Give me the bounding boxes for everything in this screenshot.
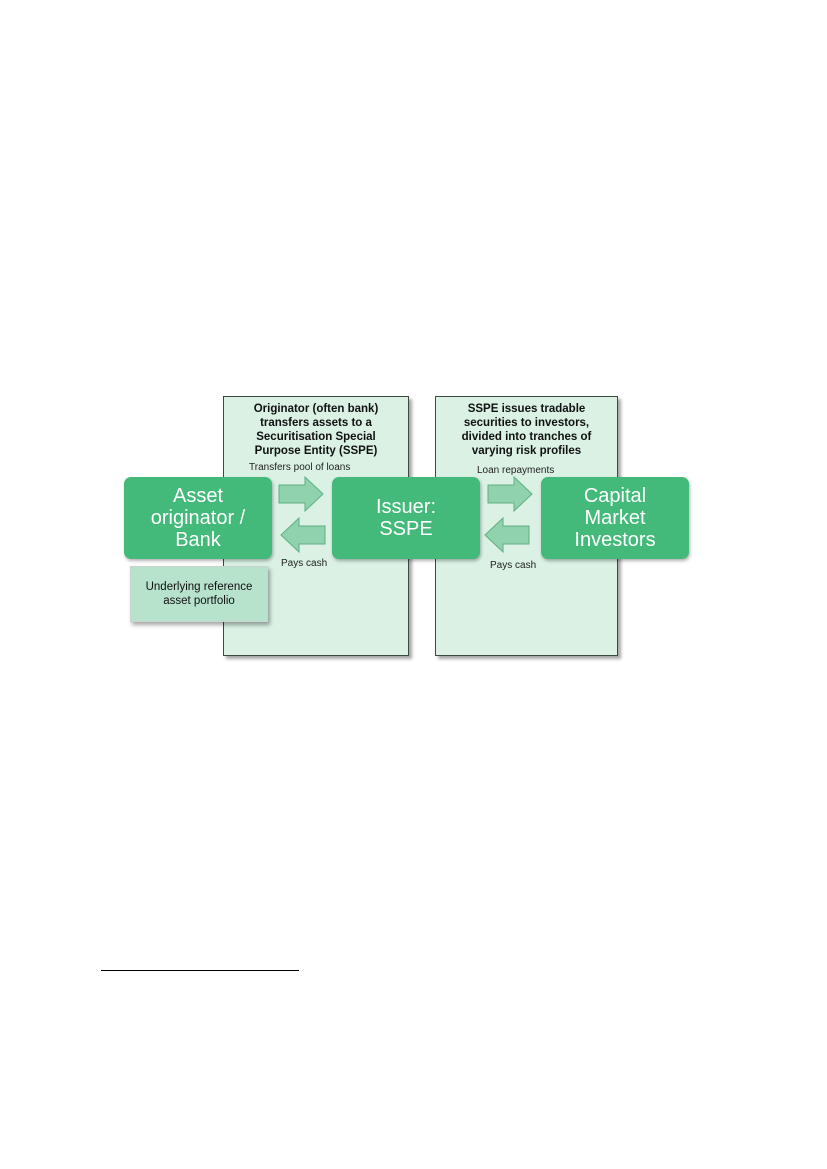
arrow-right-icon xyxy=(278,476,324,512)
originator-panel-heading: Originator (often bank) transfers assets… xyxy=(253,403,379,457)
arrow-right-icon xyxy=(487,476,533,512)
issuer-sspe-box: Issuer: SSPE xyxy=(332,477,480,559)
reference-portfolio-box: Underlying reference asset portfolio xyxy=(130,566,268,622)
arrow-left-icon xyxy=(280,517,326,553)
transfers-loans-label: Transfers pool of loans xyxy=(249,462,351,473)
pays-cash-left-label: Pays cash xyxy=(281,558,328,569)
asset-originator-box: Asset originator / Bank xyxy=(124,477,272,559)
sspe-panel-heading: SSPE issues tradable securities to inves… xyxy=(461,403,592,457)
arrow-left-icon xyxy=(484,517,530,553)
footnote-divider xyxy=(101,970,299,971)
capital-market-investors-box: Capital Market Investors xyxy=(541,477,689,559)
loan-repayments-label: Loan repayments xyxy=(477,465,555,476)
pays-cash-right-label: Pays cash xyxy=(490,560,537,571)
